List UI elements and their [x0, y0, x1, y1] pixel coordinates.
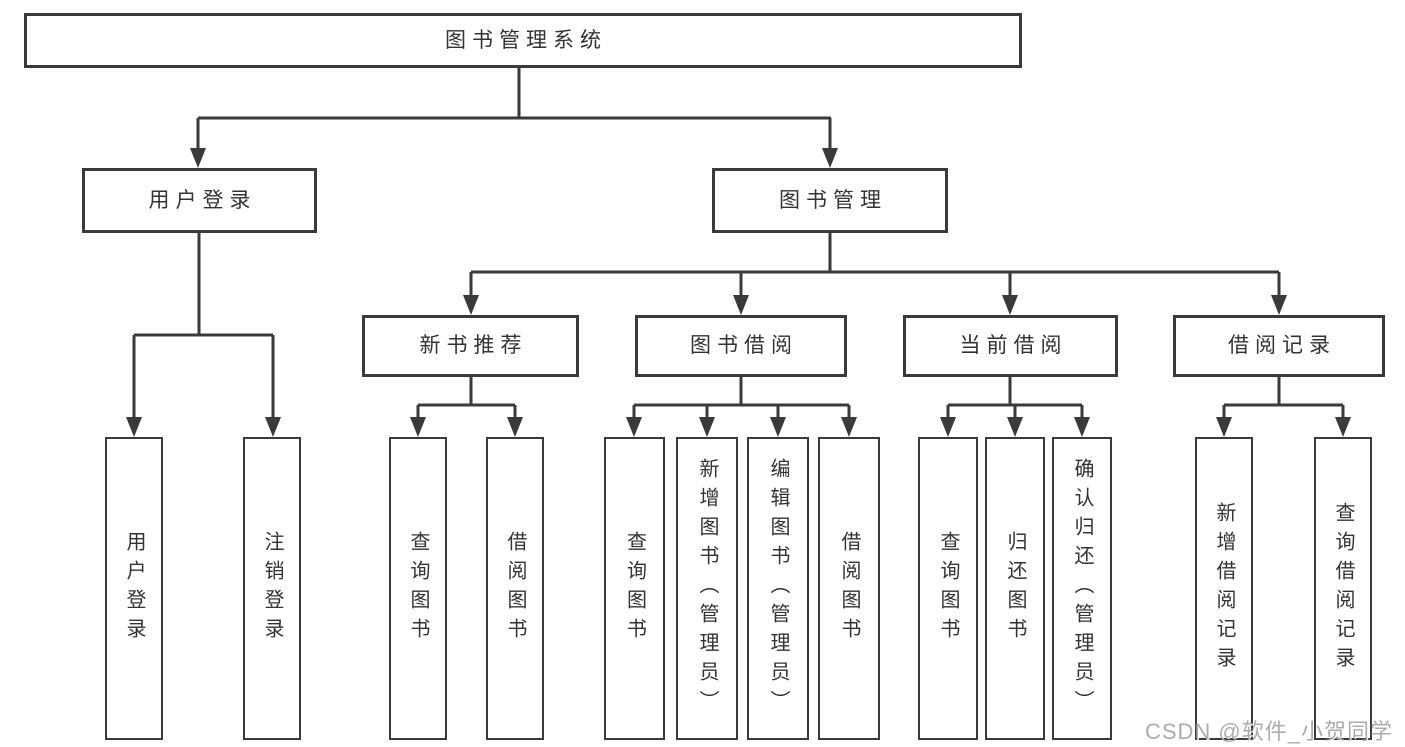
leaf-edit-book-admin: 编辑图书（管理员）: [747, 437, 809, 740]
leaf-query-books-borrowing: 查询图书: [604, 437, 665, 740]
leaf-borrow-books: 借阅图书: [818, 437, 880, 740]
node-label: 编辑图书（管理员）: [767, 458, 789, 719]
node-library-management-system: 图书管理系统: [24, 13, 1022, 68]
node-label: 图书借阅: [690, 334, 798, 358]
node-label: 当前借阅: [959, 334, 1068, 358]
node-label: 用户登录: [123, 530, 145, 647]
leaf-confirm-return-admin: 确认归还（管理员）: [1052, 437, 1112, 740]
node-current-borrowing: 当前借阅: [903, 315, 1118, 377]
node-label: 图书管理: [779, 188, 887, 212]
node-label: 确认归还（管理员）: [1071, 458, 1093, 719]
node-label: 借阅图书: [838, 530, 860, 647]
node-book-borrowing: 图书借阅: [635, 315, 847, 377]
node-label: 借阅记录: [1228, 334, 1336, 358]
node-label: 新增图书（管理员）: [696, 458, 718, 719]
node-label: 借阅图书: [504, 530, 526, 647]
node-label: 新书推荐: [419, 334, 528, 358]
leaf-user-login: 用户登录: [105, 437, 163, 740]
node-label: 归还图书: [1004, 530, 1026, 647]
leaf-return-books: 归还图书: [985, 437, 1045, 740]
node-label: 查询借阅记录: [1332, 501, 1354, 676]
node-new-book-recommendation: 新书推荐: [362, 315, 579, 377]
leaf-add-book-admin: 新增图书（管理员）: [676, 437, 738, 740]
leaf-add-borrow-record: 新增借阅记录: [1195, 437, 1253, 740]
node-label: 查询图书: [407, 530, 429, 647]
node-borrowing-records: 借阅记录: [1173, 315, 1385, 377]
node-label: 用户登录: [148, 188, 257, 212]
leaf-borrow-books-recommend: 借阅图书: [486, 437, 544, 740]
leaf-query-books-current: 查询图书: [918, 437, 978, 740]
watermark: CSDN @软件_小贺同学: [1144, 719, 1393, 744]
node-label: 查询图书: [623, 530, 646, 647]
node-user-login: 用户登录: [82, 168, 317, 233]
node-label: 注销登录: [261, 530, 283, 647]
node-label: 图书管理系统: [445, 28, 607, 52]
node-label: 新增借阅记录: [1213, 501, 1235, 676]
leaf-query-borrow-record: 查询借阅记录: [1314, 437, 1372, 740]
node-label: 查询图书: [937, 530, 959, 647]
leaf-query-books-recommend: 查询图书: [389, 437, 447, 740]
node-book-management: 图书管理: [712, 168, 948, 233]
leaf-logout: 注销登录: [243, 437, 301, 740]
